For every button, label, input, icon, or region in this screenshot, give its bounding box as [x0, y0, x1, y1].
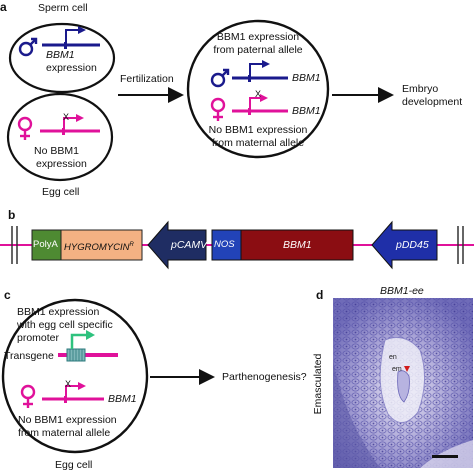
egg-expression-label: expression — [36, 158, 87, 170]
transgene-label: Transgene — [4, 350, 54, 362]
en-label: en — [389, 354, 397, 361]
panel-b-label: b — [8, 208, 16, 222]
sperm-bbm1-label: BBM1 — [46, 49, 75, 61]
maternal-line2-label: from maternal allele — [211, 137, 305, 149]
panel-c-egg-cell-circle — [1, 298, 149, 454]
pcamv-arrow — [147, 220, 207, 270]
nos-label: NOS — [214, 239, 235, 250]
maternal-bbm1-gene-icon — [232, 94, 288, 115]
pdd45-label: pDD45 — [396, 239, 429, 251]
sperm-expression-label: expression — [46, 62, 97, 74]
bbm1-block-label: BBM1 — [283, 239, 312, 251]
zygote-circle — [186, 19, 330, 159]
egg-cell-ellipse — [6, 92, 114, 182]
scale-bar — [432, 455, 458, 458]
panel-d-title: BBM1-ee — [380, 285, 424, 297]
panel-c-block-mark: X — [65, 379, 72, 389]
em-label: em — [392, 366, 402, 373]
zygote-male-symbol-icon — [210, 68, 230, 88]
em-marker-icon — [404, 366, 410, 372]
hygromycin-superscript: R — [129, 242, 134, 248]
polya-label: PolyA — [33, 239, 58, 250]
pdd45-arrow — [371, 220, 438, 270]
maternal-line1-label: No BBM1 expression — [208, 124, 308, 136]
pcamv-label: pCAMV — [171, 239, 208, 251]
panel-a-label: a — [0, 0, 7, 14]
sperm-bbm1-gene-icon — [42, 26, 100, 49]
maternal-bbm1-gene-label: BBM1 — [292, 105, 321, 117]
emasculated-label: Emasculated — [312, 353, 324, 415]
egg-no-bbm1-label: No BBM1 — [34, 145, 79, 157]
polya-block — [31, 229, 62, 261]
hygromycin-block — [60, 229, 143, 261]
paternal-line1-label: BBM1 expression — [216, 31, 300, 43]
embryo-line2-label: development — [402, 96, 463, 108]
nos-block — [211, 229, 242, 261]
panel-c-bbm1-gene-icon — [42, 382, 104, 403]
panel-c-bbm1-gene-label: BBM1 — [108, 393, 137, 405]
micrograph-image — [333, 298, 473, 468]
sperm-cell-ellipse — [8, 22, 116, 94]
male-symbol-icon — [18, 37, 38, 57]
bbm1-block — [240, 229, 354, 261]
paternal-bbm1-gene-icon — [232, 60, 288, 82]
sperm-cell-label: Sperm cell — [38, 2, 88, 14]
panel-d-label: d — [316, 288, 324, 302]
zygote-female-symbol-icon — [210, 97, 226, 121]
paternal-line2-label: from paternal allele — [213, 44, 303, 56]
zygote-block-mark: X — [255, 89, 262, 99]
panel-c-no-line1-label: No BBM1 expression — [18, 414, 117, 426]
egg-bbm1-gene-icon — [40, 114, 100, 135]
hygromycin-label: HYGROMYCINR — [64, 239, 134, 254]
transgene-icon — [58, 330, 118, 362]
egg-block-mark: X — [63, 112, 70, 122]
panel-c-egg-cell-label: Egg cell — [55, 459, 93, 471]
hygromycin-text: HYGROMYCIN — [64, 242, 130, 254]
panel-c-no-line2-label: from maternal allele — [18, 427, 111, 439]
embryo-line1-label: Embryo — [402, 83, 439, 95]
panel-c-line2-label: with egg cell specific — [17, 319, 113, 331]
fertilization-label: Fertilization — [120, 73, 174, 85]
female-symbol-icon — [17, 116, 33, 140]
egg-cell-label: Egg cell — [42, 186, 80, 198]
panel-c-line1-label: BBM1 expression — [17, 306, 100, 318]
parthenogenesis-label: Parthenogenesis? — [222, 371, 307, 383]
egg-no-bbm1-text: No BBM1 — [34, 145, 79, 157]
panel-c-female-symbol-icon — [20, 384, 36, 408]
paternal-bbm1-gene-label: BBM1 — [292, 72, 321, 84]
panel-c-label: c — [4, 288, 11, 302]
panel-c-line3-label: promoter — [17, 332, 60, 344]
